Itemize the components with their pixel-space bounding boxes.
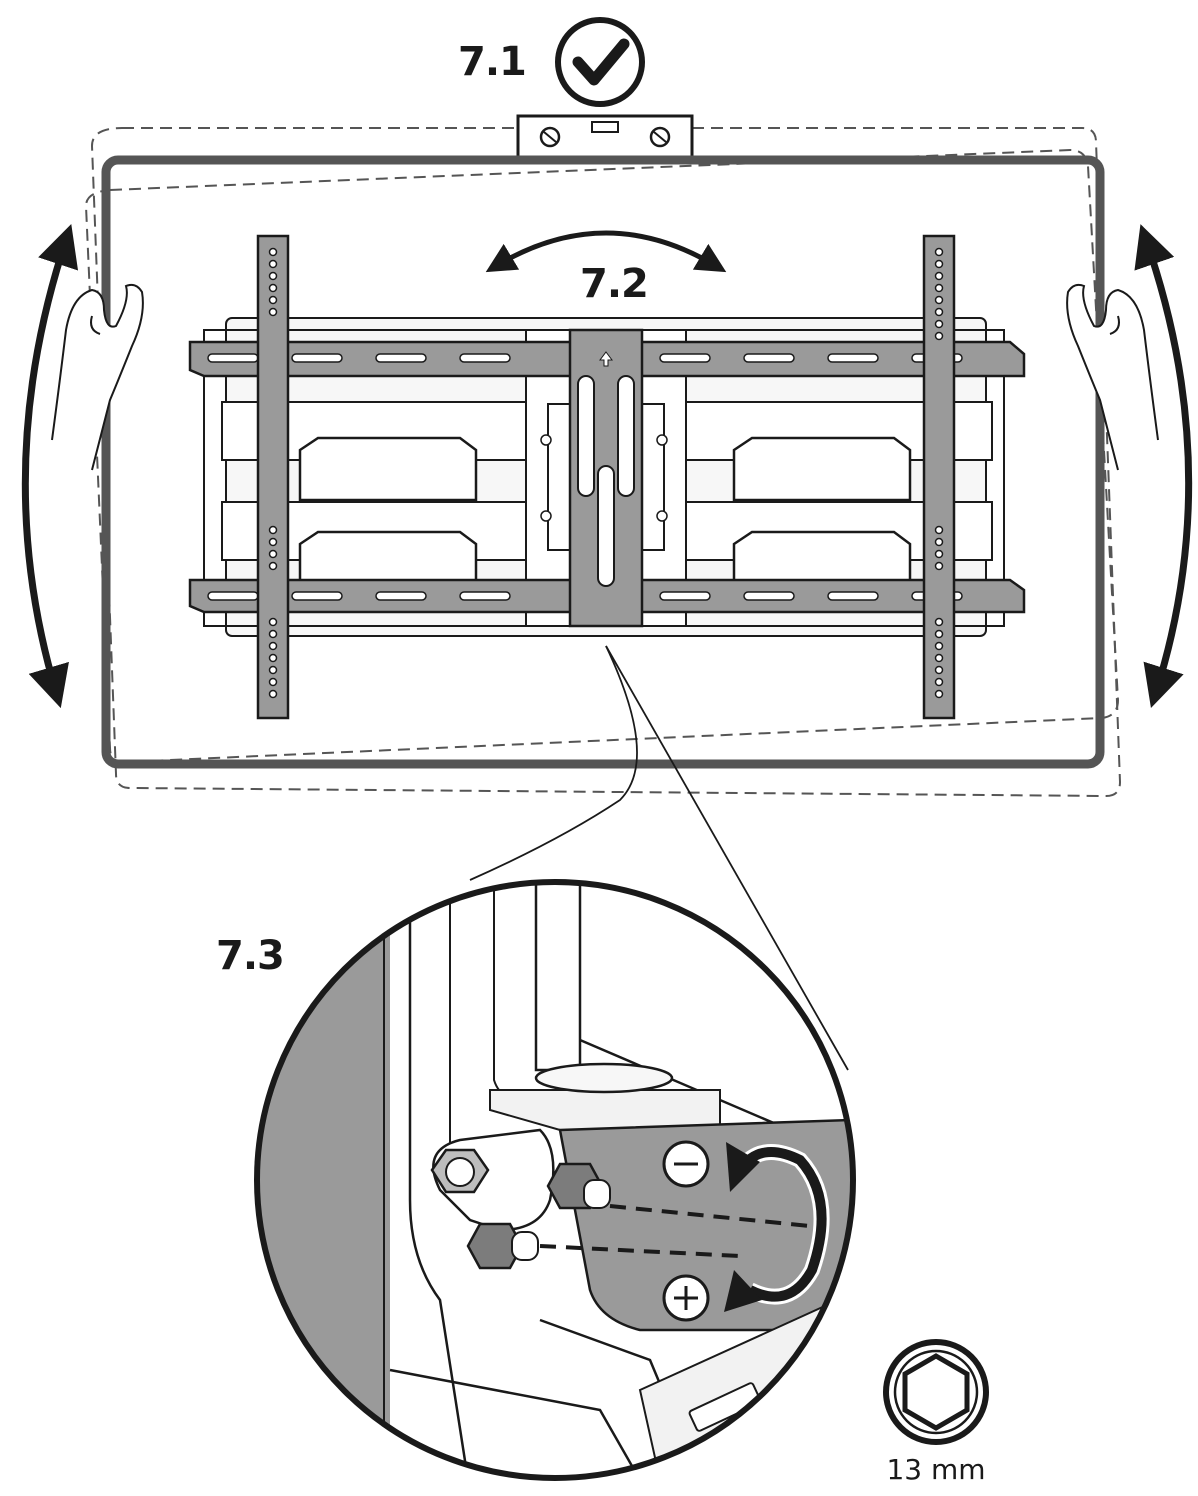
step-label-tension: 7.3 [216,933,285,979]
tv-outline [101,155,1105,769]
check-circle-icon [555,17,645,107]
step-label-tilt: 7.2 [580,261,649,307]
vertical-bracket-left [256,234,290,720]
plus-circle-icon [662,1274,710,1322]
step-label-level: 7.1 [458,39,527,85]
vertical-bracket-right [922,234,956,720]
pivot-bolt [430,1128,555,1232]
callout-lines [469,645,849,1071]
tilt-arrow [485,230,727,273]
rotate-arrow-left [21,224,79,709]
hex-socket-icon [883,1339,989,1445]
tension-nut-lower [466,1222,539,1270]
mount-arms [298,436,912,592]
rotate-adjust-arrow [724,1142,830,1312]
tension-nut-upper [546,1162,611,1210]
zoom-detail [254,879,856,1481]
bubble-level [516,114,694,160]
hand-right [1066,283,1159,471]
hand-left [51,283,144,471]
minus-circle-icon [662,1140,710,1188]
center-plate [540,328,668,628]
rotate-arrow-right [1134,224,1193,709]
tool-size-label: 13 mm [886,1453,986,1486]
